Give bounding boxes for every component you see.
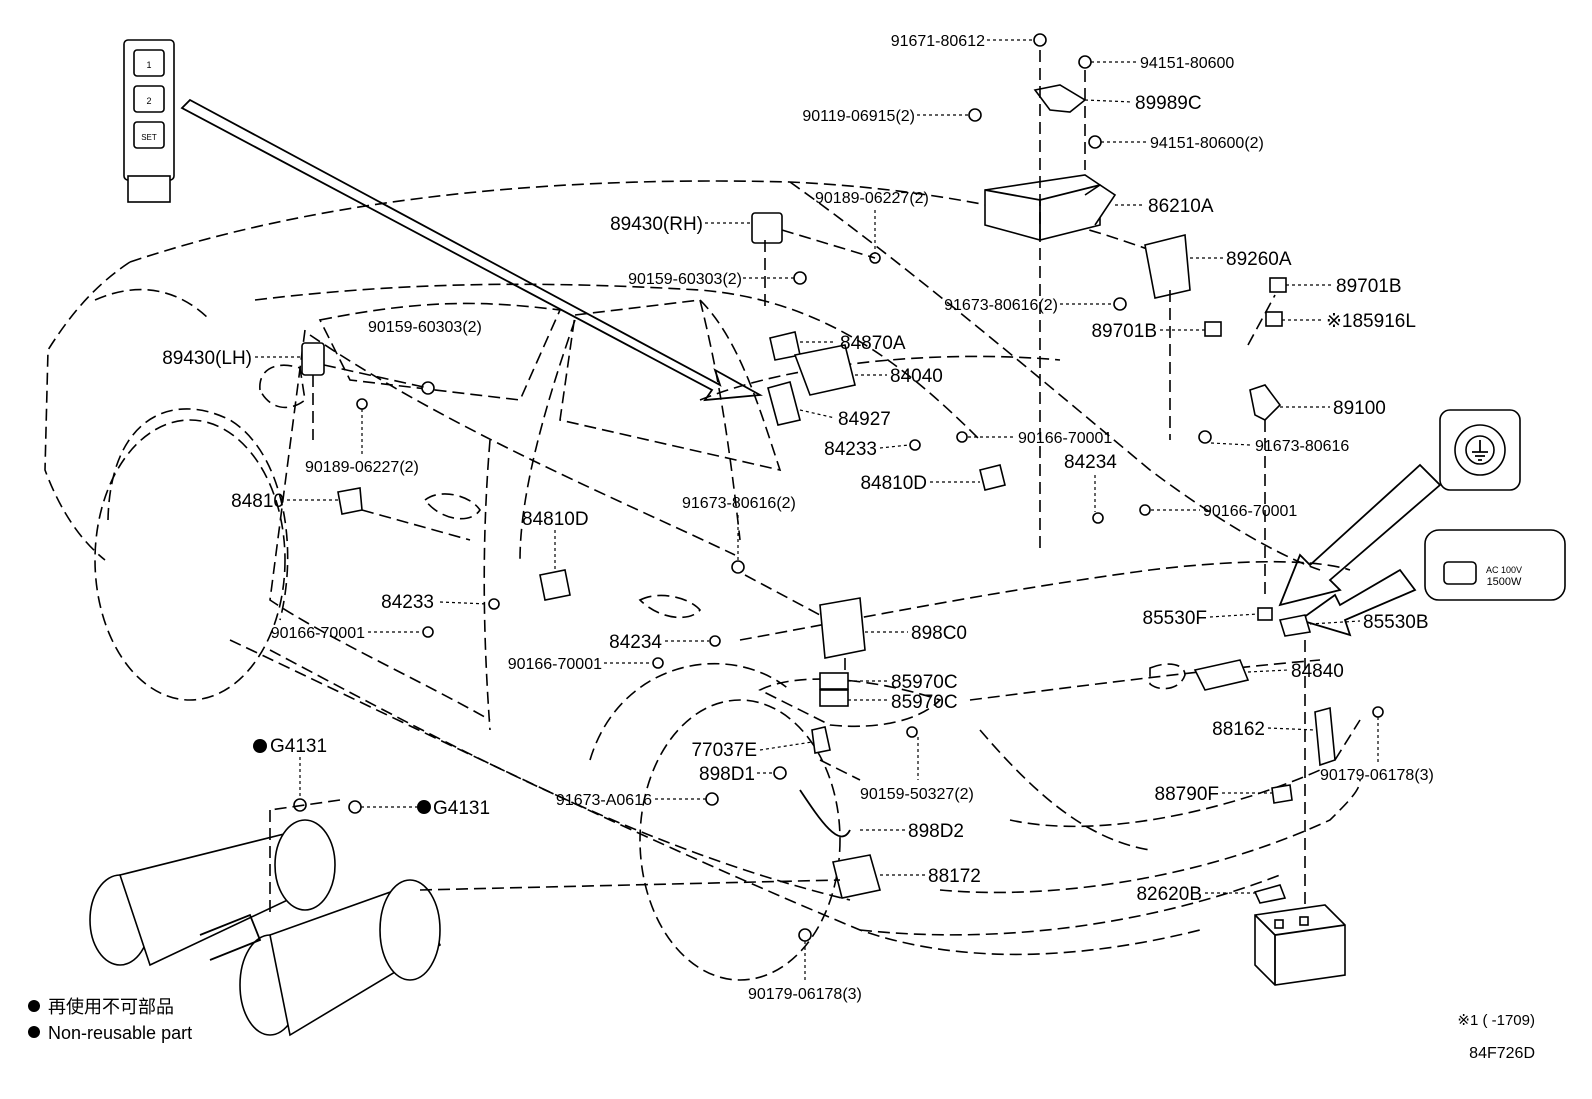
part-label: 90119-06915(2) — [802, 108, 915, 125]
part-label: 898D1 — [699, 764, 755, 785]
part-label: 85530B — [1363, 612, 1429, 633]
tank-assembly — [89, 819, 442, 1037]
outlet-power-label: 1500W — [1487, 576, 1522, 588]
part-label: 89701B — [1336, 276, 1402, 297]
part-label: 89430(RH) — [610, 214, 703, 235]
part-label: 89701B — [1091, 321, 1157, 342]
part-label: ※185916L — [1326, 311, 1416, 332]
part-label: 90166-70001 — [1018, 430, 1112, 447]
part-label: 84233 — [381, 592, 434, 613]
part-label: 85970C — [891, 672, 958, 693]
part-label: 84870A — [840, 333, 906, 354]
part-label: G4131 — [270, 736, 327, 757]
part-label: 90179-06178(3) — [1320, 767, 1434, 784]
part-label: 77037E — [691, 740, 757, 761]
part-label: 90189-06227(2) — [305, 459, 419, 476]
leader-lines — [255, 39, 1379, 980]
switch-button-2: 2 — [146, 96, 151, 106]
part-label: 84810D — [860, 473, 927, 494]
part-label: 90159-60303(2) — [628, 271, 742, 288]
direction-arrows — [180, 98, 1442, 637]
part-label: 84927 — [838, 409, 891, 430]
part-label: 91673-A0616 — [556, 792, 652, 809]
footnote: ※1 ( -1709) — [1457, 1012, 1535, 1029]
part-label: 84233 — [824, 439, 877, 460]
components — [293, 33, 1384, 942]
switch-button-1: 1 — [146, 60, 151, 70]
part-label: 90189-06227(2) — [815, 190, 929, 207]
part-label: 90166-70001 — [1203, 503, 1297, 520]
part-label: 90159-60303(2) — [368, 319, 482, 336]
part-label: 85970C — [891, 692, 958, 713]
part-label: 85530F — [1143, 608, 1207, 629]
part-label: 89260A — [1226, 249, 1292, 270]
battery — [1254, 904, 1346, 986]
part-label: 90159-50327(2) — [860, 786, 974, 803]
part-label: 90166-70001 — [271, 625, 365, 642]
part-labels: 91671-80612 94151-80600 89989C 90119-069… — [162, 33, 1434, 1003]
part-label: G4131 — [433, 798, 490, 819]
part-label: 91673-80616 — [1255, 438, 1349, 455]
non-reusable-markers — [253, 739, 431, 814]
part-label: 88162 — [1212, 719, 1265, 740]
diagram-code: 84F726D — [1469, 1045, 1535, 1062]
part-label: 88172 — [928, 866, 981, 887]
part-label: 91673-80616(2) — [682, 495, 796, 512]
assembly-lines — [269, 50, 1361, 915]
part-label: 82620B — [1136, 884, 1202, 905]
part-label: 898C0 — [911, 623, 967, 644]
part-label: 88790F — [1155, 784, 1219, 805]
inset-grounding — [1439, 409, 1521, 491]
part-label: 84840 — [1291, 661, 1344, 682]
inset-ac-outlet: AC 100V 1500W — [1424, 529, 1566, 601]
part-label: 89430(LH) — [162, 348, 252, 369]
part-label: 89989C — [1135, 93, 1202, 114]
part-label: 84810D — [522, 509, 589, 530]
part-label: 90179-06178(3) — [748, 986, 862, 1003]
outlet-voltage-label: AC 100V — [1486, 565, 1522, 575]
part-label: 84810 — [231, 491, 284, 512]
part-label: 898D2 — [908, 821, 964, 842]
part-label: 94151-80600 — [1140, 55, 1234, 72]
legend-english: Non-reusable part — [48, 1023, 192, 1043]
switch-button-set: SET — [141, 133, 157, 142]
legend: 再使用不可部品 Non-reusable part — [28, 997, 192, 1043]
part-label: 94151-80600(2) — [1150, 135, 1264, 152]
inset-memory-switch: 1 2 SET — [123, 39, 175, 203]
part-label: 91673-80616(2) — [944, 297, 1058, 314]
part-label: 89100 — [1333, 398, 1386, 419]
part-label: 84234 — [1064, 452, 1117, 473]
part-label: 86210A — [1148, 196, 1214, 217]
part-label: 84040 — [890, 366, 943, 387]
legend-japanese: 再使用不可部品 — [48, 997, 174, 1017]
part-label: 91671-80612 — [891, 33, 985, 50]
part-label: 84234 — [609, 632, 662, 653]
part-label: 90166-70001 — [508, 656, 602, 673]
